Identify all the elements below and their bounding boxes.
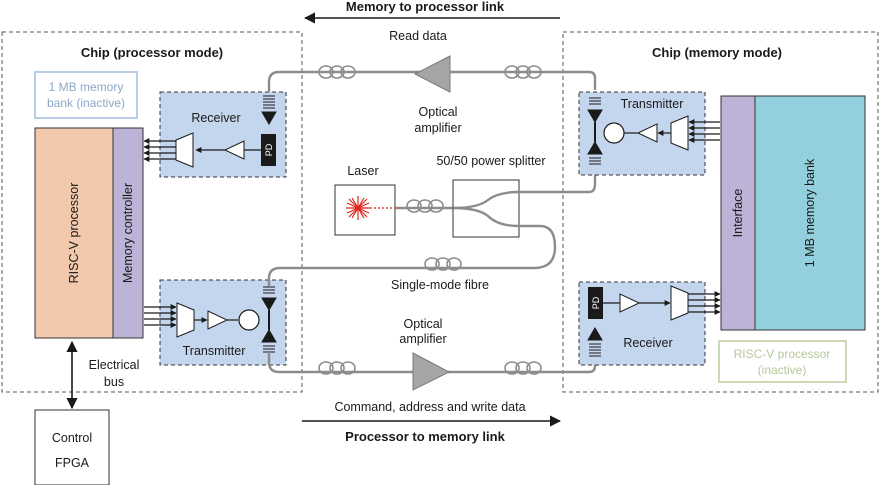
top-fibre-coil-right-icon [504, 65, 542, 79]
left-rx-demux-icon [175, 132, 194, 168]
left-tx-driver-icon [207, 310, 229, 330]
command-address-write-data-label: Command, address and write data [334, 400, 525, 414]
top-optical-amplifier-label-line2: amplifier [414, 121, 461, 135]
top-optical-amplifier-label-line1: Optical [419, 105, 458, 119]
right-tx-waveguide-icon [587, 97, 603, 165]
risc-v-processor-block [34, 127, 114, 339]
laser-fibre-coil-icon [406, 199, 444, 213]
chip-processor-mode-title: Chip (processor mode) [81, 45, 223, 60]
single-mode-fibre [267, 224, 557, 286]
right-receiver-label: Receiver [623, 336, 672, 350]
read-data-label: Read data [389, 29, 447, 43]
bottom-optical-amplifier-icon [412, 352, 451, 391]
right-transmitter-label: Transmitter [621, 97, 684, 111]
right-rx-demux-icon [670, 285, 689, 321]
chip-memory-mode-title: Chip (memory mode) [652, 45, 782, 60]
bottom-fibre-coil-right-icon [504, 361, 542, 375]
right-tx-mux-icon [670, 115, 689, 151]
bottom-optical-amplifier-label-line1: Optical [404, 317, 443, 331]
top-fibre-coil-left-icon [318, 65, 356, 79]
single-mode-fibre-coil-icon [424, 257, 462, 271]
control-fpga-block [34, 409, 110, 485]
left-rx-grating-coupler-icon [261, 95, 277, 125]
memory-bank-block [754, 95, 866, 331]
memory-to-processor-link-label: Memory to processor link [346, 0, 505, 14]
bottom-fibre-coil-left-icon [318, 361, 356, 375]
inactive-risc-v-line1: RISC-V processor [734, 347, 831, 361]
bottom-optical-amplifier-label-line2: amplifier [399, 332, 446, 346]
memory-controller-block [112, 127, 144, 339]
inactive-memory-bank-line2: bank (inactive) [47, 96, 125, 110]
control-fpga-line1: Control [52, 431, 92, 445]
interface-block [720, 95, 756, 331]
top-optical-amplifier-icon [413, 55, 451, 93]
right-pd-label: PD [591, 296, 601, 309]
inactive-memory-bank-box [34, 71, 138, 119]
left-ring-modulator-icon [238, 309, 260, 331]
inactive-risc-v-line2: (inactive) [758, 363, 807, 377]
single-mode-fibre-label: Single-mode fibre [391, 278, 489, 292]
risc-v-processor-label: RISC-V processor [67, 183, 81, 284]
left-rx-amplifier-icon [223, 140, 245, 160]
splitter-to-right-transmitter-fibre [519, 173, 597, 194]
right-tx-driver-icon [636, 123, 658, 143]
chip-processor-mode-boundary [1, 31, 303, 393]
inactive-memory-bank-line1: 1 MB memory [49, 80, 124, 94]
right-ring-modulator-icon [603, 122, 625, 144]
left-tx-waveguide-icon [261, 286, 277, 353]
left-transmitter-label: Transmitter [183, 344, 246, 358]
right-rx-amplifier-icon [619, 293, 641, 313]
left-receiver-label: Receiver [191, 111, 240, 125]
laser-label: Laser [347, 164, 378, 178]
laser-starburst-icon [346, 196, 395, 220]
chip-memory-mode-boundary [562, 31, 879, 393]
memory-controller-label: Memory controller [121, 183, 135, 283]
left-tx-mux-icon [176, 302, 195, 338]
inactive-risc-v-box [718, 340, 847, 383]
splitter-label: 50/50 power splitter [436, 154, 545, 168]
interface-label: Interface [731, 189, 745, 238]
left-photodiode [261, 134, 276, 166]
left-pd-label: PD [264, 143, 274, 156]
processor-to-memory-link-label: Processor to memory link [345, 429, 505, 444]
memory-bank-label: 1 MB memory bank [803, 158, 817, 267]
control-fpga-line2: FPGA [55, 456, 90, 470]
splitter-branch-top [452, 190, 520, 210]
right-photodiode [588, 287, 603, 319]
laser-block [334, 184, 396, 236]
electrical-bus-label-line2: bus [104, 375, 124, 389]
splitter-branch-bottom [452, 206, 520, 228]
electrical-bus-label-line1: Electrical [89, 358, 140, 372]
right-rx-grating-coupler-icon [587, 327, 603, 357]
